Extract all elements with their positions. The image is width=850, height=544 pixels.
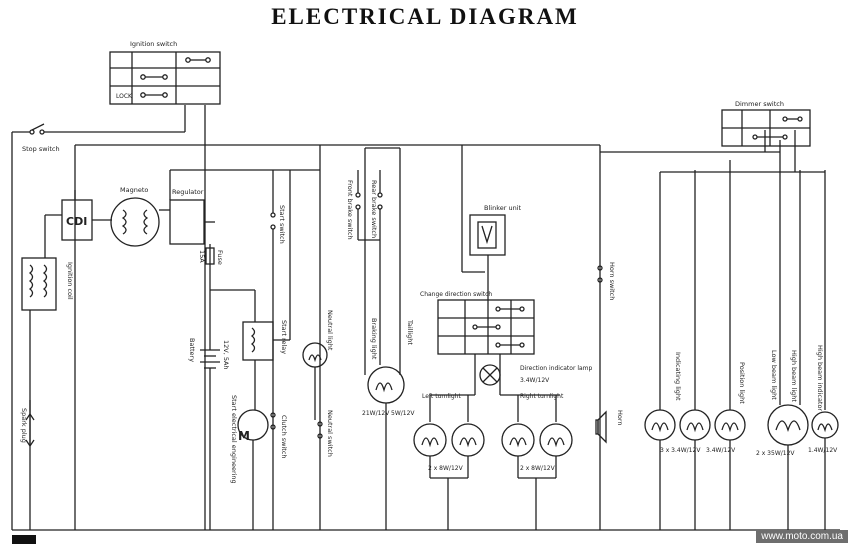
label-magneto: Magneto <box>120 186 148 194</box>
label-blinker-unit: Blinker unit <box>484 204 522 212</box>
label-start-switch: Start switch <box>278 205 286 244</box>
label-front-brake-switch: Front brake switch <box>346 180 354 240</box>
label-position-light: Position light <box>738 362 746 404</box>
label-rear-brake-switch: Rear brake switch <box>370 180 378 238</box>
label-brake-rating: 21W/12V <box>362 410 390 417</box>
high-beam-indicator <box>811 411 839 439</box>
label-spark-plug: Spark plug <box>20 408 28 443</box>
label-dimmer-switch: Dimmer switch <box>735 100 784 108</box>
right-turnlight-rear <box>539 423 573 457</box>
neutral-light <box>302 342 328 368</box>
label-motor-symbol: M <box>238 429 250 443</box>
left-turnlight-rear <box>451 423 485 457</box>
magneto <box>110 197 160 247</box>
label-horn-switch: Horn switch <box>608 262 616 300</box>
label-battery-rating: 12V, 5Ah <box>222 340 230 370</box>
position-light <box>714 409 746 441</box>
page-title: ELECTRICAL DIAGRAM <box>271 4 579 29</box>
blinker-unit <box>469 214 506 256</box>
label-start-relay: Start relay <box>280 320 288 354</box>
label-high-indicator-rating: 1.4W/12V <box>808 447 838 454</box>
label-fuse: Fuse <box>216 250 224 265</box>
label-horn: Horn <box>616 410 624 426</box>
indicating-light-1 <box>644 409 676 441</box>
label-neutral-light: Neutral light <box>326 310 334 351</box>
ignition-switch <box>109 51 221 105</box>
indicating-light-2 <box>679 409 711 441</box>
page-number-tab <box>12 535 36 544</box>
fuse <box>205 247 215 265</box>
label-braking-light: Braking light <box>370 318 378 360</box>
label-right-turnlight: Right turnlight <box>520 393 564 400</box>
watermark: www.moto.com.ua <box>756 530 848 543</box>
label-tail-rating: 5W/12V <box>391 410 415 417</box>
label-position-rating: 3.4W/12V <box>706 447 736 454</box>
label-indicating-light: Indicating light <box>674 352 682 401</box>
ignition-coil <box>21 257 57 311</box>
label-indicating-rating: 3 x 3.4W/12V <box>660 447 701 454</box>
label-high-beam-light: High beam light <box>790 350 798 402</box>
headlight <box>767 404 809 446</box>
label-lock: LOCK <box>116 93 133 100</box>
label-change-direction-switch: Change direction switch <box>420 291 492 298</box>
label-head-rating: 2 x 35W/12V <box>756 450 795 457</box>
label-neutral-switch: Neutral switch <box>326 410 334 457</box>
label-battery: Battery <box>188 338 196 362</box>
label-stop-switch: Stop switch <box>22 145 60 153</box>
label-fuse-rating: 15A <box>198 250 206 263</box>
right-turnlight-front <box>501 423 535 457</box>
change-direction-switch <box>437 299 535 355</box>
label-start-motor: Start electrical engineering <box>230 395 238 484</box>
label-right-turn-rating: 2 x 8W/12V <box>520 465 556 472</box>
direction-indicator-lamp <box>479 364 501 386</box>
label-high-beam-indicator: High beam indicator <box>816 345 824 411</box>
battery <box>200 349 220 369</box>
label-direction-indicator-lamp: Direction indicator lamp <box>520 365 593 372</box>
label-left-turnlight: Left turnlight <box>422 393 461 400</box>
label-ignition-coil: Ignition coil <box>66 262 74 300</box>
label-cdi: CDI <box>66 215 87 228</box>
label-regulator: Regulator <box>172 188 204 196</box>
left-turnlight-front <box>413 423 447 457</box>
horn <box>597 410 607 444</box>
start-relay <box>242 321 274 361</box>
label-direction-lamp-rating: 3.4W/12V <box>520 377 550 384</box>
label-ignition-switch: Ignition switch <box>130 40 177 48</box>
label-left-turn-rating: 2 x 8W/12V <box>428 465 464 472</box>
regulator <box>169 199 205 245</box>
label-taillight: Taillight <box>406 319 414 345</box>
label-low-beam-light: Low beam light <box>770 350 778 400</box>
label-clutch-switch: Clutch switch <box>280 415 288 459</box>
